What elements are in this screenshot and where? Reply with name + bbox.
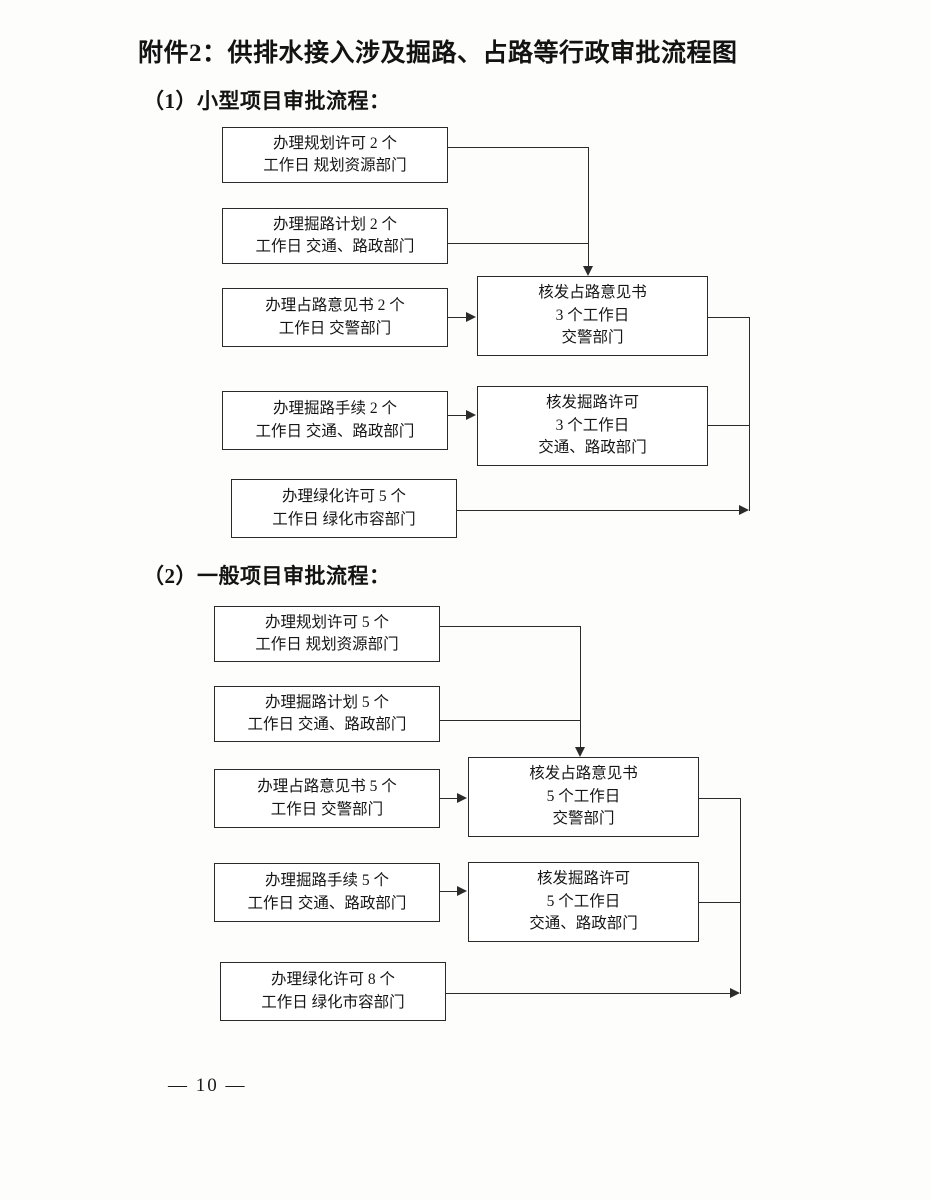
flow-box-line-2: 工作日 绿化市容部门 xyxy=(272,510,416,528)
flow-box-line-2: 工作日 交通、路政部门 xyxy=(255,238,415,255)
flow-box-line-2: 工作日 绿化市容部门 xyxy=(261,993,405,1011)
flow-box-road-occupy-opinion-s1[interactable]: 办理占路意见书 2 个 工作日 交警部门 xyxy=(222,288,448,347)
flow-box-line-2: 工作日 规划资源部门 xyxy=(263,157,407,174)
connector-green-permit-s1 xyxy=(457,510,741,511)
flow-box-issue-dig-permit-s2[interactable]: 核发掘路许可 5 个工作日 交通、路政部门 xyxy=(468,862,699,942)
flow-box-line-3: 交警部门 xyxy=(561,329,624,347)
flow-box-line-3: 交通、路政部门 xyxy=(529,915,638,933)
arrow-right-to-occupy-opinion-s2 xyxy=(457,793,467,803)
flow-box-line-1: 办理掘路手续 5 个 xyxy=(264,872,389,890)
flow-box-dig-procedure-s1[interactable]: 办理掘路手续 2 个 工作日 交通、路政部门 xyxy=(222,391,448,450)
connector-dig-plan-s1 xyxy=(448,243,589,244)
flow-box-line-2: 3 个工作日 xyxy=(555,416,630,434)
flow-box-line-2: 3 个工作日 xyxy=(555,306,630,324)
flow-box-line-1: 办理规划许可 5 个 xyxy=(264,613,389,631)
flow-box-line-1: 办理占路意见书 2 个 xyxy=(265,297,405,315)
page-title: 附件2：供排水接入涉及掘路、占路等行政审批流程图 xyxy=(138,40,738,67)
section-1-heading: （1）小型项目审批流程： xyxy=(143,89,391,113)
flow-box-line-3: 交警部门 xyxy=(552,810,615,828)
flow-box-plan-permit-s1[interactable]: 办理规划许可 2 个 工作日 规划资源部门 xyxy=(222,127,448,183)
flow-box-line-1: 核发占路意见书 xyxy=(538,284,647,302)
flow-box-green-permit-s2[interactable]: 办理绿化许可 8 个 工作日 绿化市容部门 xyxy=(220,962,446,1021)
flow-box-line-1: 办理绿化许可 5 个 xyxy=(281,488,406,506)
connector-occupy-opinion-s2 xyxy=(440,798,458,799)
arrow-down-to-occupy-opinion-s2 xyxy=(575,747,585,757)
connector-dig-procedure-s1 xyxy=(448,415,467,416)
connector-dig-procedure-s2 xyxy=(440,891,458,892)
connector-green-permit-s2 xyxy=(446,993,732,994)
flow-box-green-permit-s1[interactable]: 办理绿化许可 5 个 工作日 绿化市容部门 xyxy=(231,479,457,538)
flow-box-road-occupy-opinion-s2[interactable]: 办理占路意见书 5 个 工作日 交警部门 xyxy=(214,769,440,828)
flow-box-line-1: 办理掘路计划 5 个 xyxy=(264,693,389,711)
flow-box-line-2: 工作日 交通、路政部门 xyxy=(247,716,407,733)
flow-box-line-1: 办理绿化许可 8 个 xyxy=(270,971,395,989)
section-2-heading: （2）一般项目审批流程： xyxy=(143,564,391,588)
flow-box-line-2: 工作日 规划资源部门 xyxy=(255,636,399,653)
connector-occupy-out-s2 xyxy=(699,798,741,799)
arrow-right-to-dig-permit-s2 xyxy=(457,886,467,896)
flow-box-line-1: 核发占路意见书 xyxy=(529,765,638,783)
arrow-right-terminus-s2 xyxy=(730,988,740,998)
flow-box-line-2: 工作日 交通、路政部门 xyxy=(255,422,415,440)
connector-merge-vertical-s1 xyxy=(588,147,589,266)
flow-box-line-1: 核发掘路许可 xyxy=(536,870,630,888)
flow-box-line-3: 交通、路政部门 xyxy=(538,439,647,457)
flow-box-line-1: 办理占路意见书 5 个 xyxy=(257,778,397,796)
flow-box-dig-procedure-s2[interactable]: 办理掘路手续 5 个 工作日 交通、路政部门 xyxy=(214,863,440,922)
flow-box-line-2: 5 个工作日 xyxy=(546,892,621,910)
flow-box-line-2: 工作日 交警部门 xyxy=(270,800,384,818)
connector-dig-plan-s2 xyxy=(440,720,581,721)
connector-plan-permit-s1 xyxy=(448,147,589,148)
arrow-right-to-occupy-opinion-s1 xyxy=(466,312,476,322)
arrow-right-to-dig-permit-s1 xyxy=(466,410,476,420)
connector-plan-permit-s2 xyxy=(440,626,581,627)
connector-occupy-out-s1 xyxy=(708,317,750,318)
connector-dig-permit-out-s1 xyxy=(708,425,750,426)
arrow-down-to-occupy-opinion-s1 xyxy=(583,266,593,276)
flow-box-line-1: 办理规划许可 2 个 xyxy=(272,134,397,152)
flow-box-dig-plan-s1[interactable]: 办理掘路计划 2 个 工作日 交通、路政部门 xyxy=(222,208,448,264)
flow-box-issue-occupy-opinion-s2[interactable]: 核发占路意见书 5 个工作日 交警部门 xyxy=(468,757,699,837)
flow-box-plan-permit-s2[interactable]: 办理规划许可 5 个 工作日 规划资源部门 xyxy=(214,606,440,662)
connector-right-collector-s1 xyxy=(749,317,750,511)
flow-box-line-2: 工作日 交通、路政部门 xyxy=(247,894,407,912)
connector-merge-vertical-s2 xyxy=(580,626,581,747)
flow-box-dig-plan-s2[interactable]: 办理掘路计划 5 个 工作日 交通、路政部门 xyxy=(214,686,440,742)
flow-box-line-1: 办理掘路手续 2 个 xyxy=(272,400,397,418)
flow-box-issue-occupy-opinion-s1[interactable]: 核发占路意见书 3 个工作日 交警部门 xyxy=(477,276,708,356)
connector-dig-permit-out-s2 xyxy=(699,902,741,903)
flow-box-line-2: 工作日 交警部门 xyxy=(278,319,392,337)
connector-occupy-opinion-s1 xyxy=(448,317,467,318)
flow-box-issue-dig-permit-s1[interactable]: 核发掘路许可 3 个工作日 交通、路政部门 xyxy=(477,386,708,466)
flow-box-line-1: 办理掘路计划 2 个 xyxy=(272,215,397,233)
page-number: — 10 — xyxy=(168,1075,247,1096)
connector-right-collector-s2 xyxy=(740,798,741,994)
flow-box-line-1: 核发掘路许可 xyxy=(545,394,639,412)
flow-box-line-2: 5 个工作日 xyxy=(546,787,621,805)
arrow-right-terminus-s1 xyxy=(739,505,749,515)
